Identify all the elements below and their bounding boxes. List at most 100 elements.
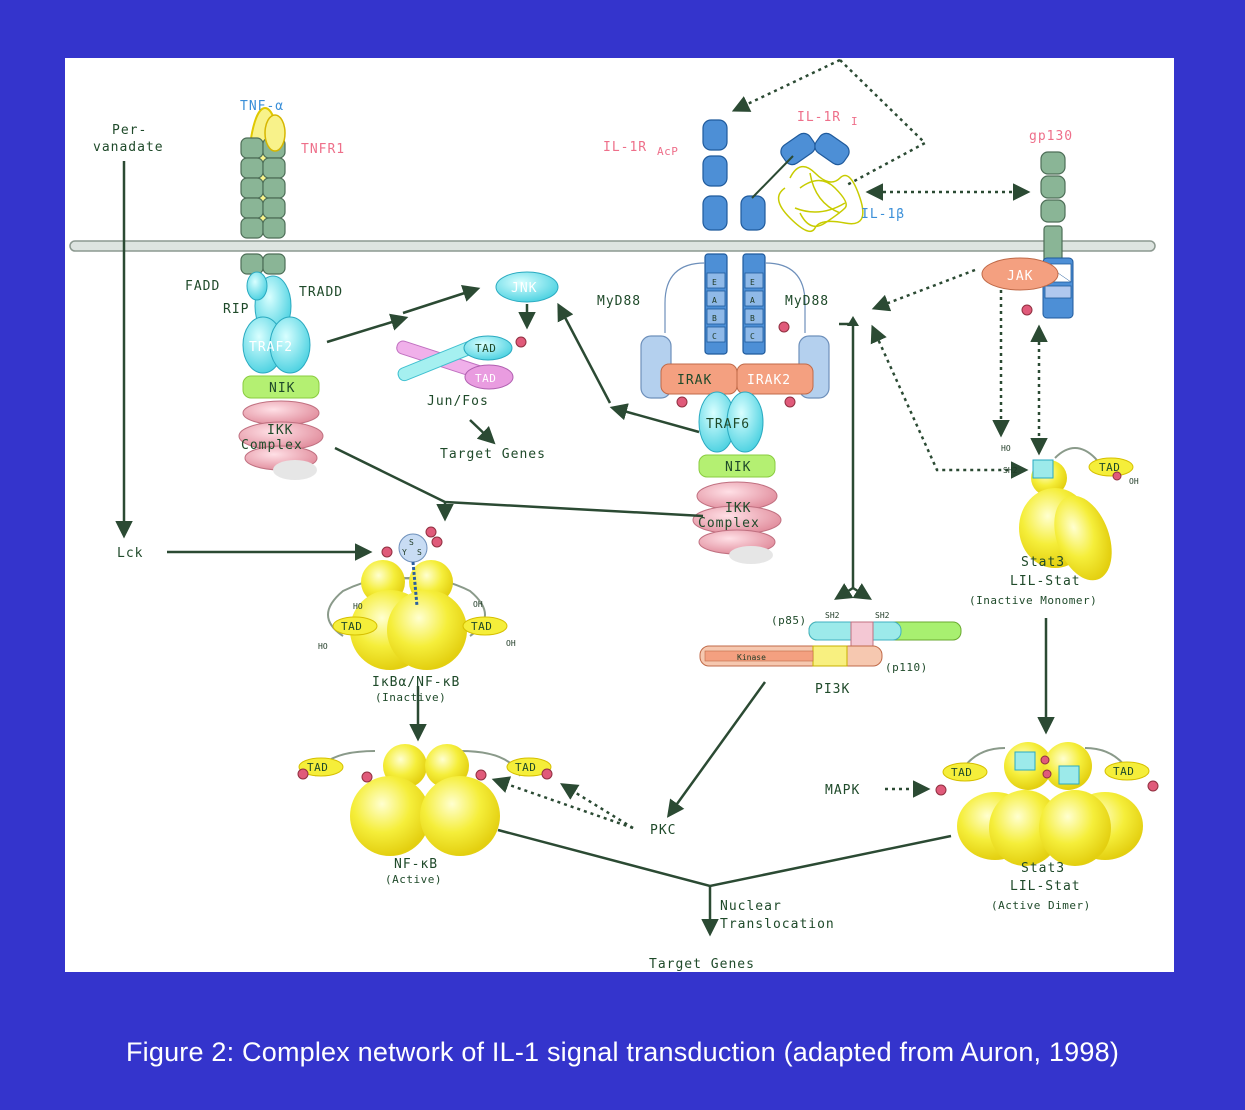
label-pervanadate-1: Per- bbox=[112, 123, 147, 138]
label-domain-e-left: E bbox=[712, 278, 717, 287]
label-tad-nfkb-left: TAD bbox=[307, 761, 328, 774]
label-tradd: TRADD bbox=[299, 285, 343, 300]
label-tad-dimer-left: TAD bbox=[951, 766, 972, 779]
label-il1racp: IL-1R bbox=[603, 140, 647, 155]
gp130-receptor bbox=[1040, 151, 1066, 267]
label-nfkb-2: (Active) bbox=[385, 873, 442, 886]
label-ikba-2: (Inactive) bbox=[375, 691, 446, 704]
label-target-genes-2: Target Genes bbox=[649, 957, 755, 972]
label-nuclear-2: Translocation bbox=[720, 917, 835, 932]
label-tad-fos: TAD bbox=[475, 372, 496, 385]
label-jun-fos: Jun/Fos bbox=[427, 394, 489, 409]
stat3-dimer bbox=[935, 742, 1159, 866]
tnfr1-receptor bbox=[240, 107, 286, 275]
ikk-left-complex bbox=[238, 400, 324, 480]
jak-node bbox=[981, 257, 1059, 291]
traf6-node bbox=[698, 391, 764, 453]
label-target-genes-1: Target Genes bbox=[440, 447, 546, 462]
label-tad-dimer-right: TAD bbox=[1113, 765, 1134, 778]
label-ikk-right-1: IKK bbox=[725, 501, 751, 516]
label-il1b: IL-1β bbox=[861, 207, 905, 222]
label-stat3-inactive-3: (Inactive Monomer) bbox=[969, 594, 1097, 607]
dotted-arrows bbox=[491, 58, 1048, 830]
stat3-monomer bbox=[1019, 447, 1134, 581]
label-il1ri: IL-1R bbox=[797, 110, 841, 125]
label-nfkb-1: NF-κB bbox=[394, 857, 438, 872]
label-mapk: MAPK bbox=[825, 783, 860, 798]
label-nik-left: NIK bbox=[269, 381, 295, 396]
label-irak: IRAK bbox=[677, 373, 712, 388]
label-sh2-stat: SH2 bbox=[1003, 466, 1018, 475]
label-il1racp-sub: AcP bbox=[657, 145, 678, 158]
label-tnfr1: TNFR1 bbox=[301, 142, 345, 157]
label-pkc: PKC bbox=[650, 823, 676, 838]
nik-right-node bbox=[698, 454, 776, 478]
label-traf6: TRAF6 bbox=[706, 417, 750, 432]
label-lck: Lck bbox=[117, 546, 143, 561]
label-s-top: S bbox=[409, 538, 414, 547]
figure-panel: TNF-α TNFR1 Per- vanadate FADD RIP TRADD… bbox=[65, 58, 1174, 972]
jnk-node bbox=[495, 271, 559, 303]
jun-fos-complex bbox=[396, 335, 527, 390]
nfkb-active-complex bbox=[297, 744, 553, 856]
label-ikba-1: IκBα/NF-κB bbox=[372, 675, 460, 690]
label-stat3-active-2: LIL-Stat bbox=[1010, 879, 1081, 894]
label-tad-jnk: TAD bbox=[475, 342, 496, 355]
label-nik-right: NIK bbox=[725, 460, 751, 475]
pathway-diagram: TNF-α TNFR1 Per- vanadate FADD RIP TRADD… bbox=[69, 58, 1159, 972]
label-oh-stat: OH bbox=[1129, 477, 1139, 486]
label-ikk-right-2: Complex bbox=[698, 516, 760, 531]
label-y: Y bbox=[402, 548, 407, 557]
label-stat3-inactive-2: LIL-Stat bbox=[1010, 574, 1081, 589]
ikba-nfkb-complex bbox=[327, 526, 508, 670]
label-gp130: gp130 bbox=[1029, 129, 1073, 144]
label-stat3-inactive-1: Stat3 bbox=[1021, 555, 1065, 570]
label-sh2-1: SH2 bbox=[825, 611, 840, 620]
signal-arrows bbox=[115, 161, 1055, 937]
label-pi3k: PI3K bbox=[815, 682, 850, 697]
label-domain-a-left: A bbox=[712, 296, 717, 305]
label-kinase: Kinase bbox=[737, 653, 766, 662]
label-tad-nfkb-right: TAD bbox=[515, 761, 536, 774]
label-p110: (p110) bbox=[885, 661, 928, 674]
label-tnf-alpha: TNF-α bbox=[240, 99, 284, 114]
label-myd88-right: MyD88 bbox=[785, 294, 829, 309]
nik-left-node bbox=[242, 375, 320, 399]
label-jak: JAK bbox=[1007, 269, 1033, 284]
il1-beta-ligand bbox=[777, 165, 864, 233]
irak2-node bbox=[736, 363, 814, 395]
label-ikk-left-2: Complex bbox=[241, 438, 303, 453]
label-il1ri-sub: I bbox=[851, 115, 858, 128]
label-jnk: JNK bbox=[511, 281, 537, 296]
label-tad-ikba-right: TAD bbox=[471, 620, 492, 633]
label-domain-a-right: A bbox=[750, 296, 755, 305]
label-ho-stat: HO bbox=[1001, 444, 1011, 453]
receptor-domains bbox=[706, 272, 764, 343]
label-nuclear-1: Nuclear bbox=[720, 899, 782, 914]
label-sh2-2: SH2 bbox=[875, 611, 890, 620]
label-irak2: IRAK2 bbox=[747, 373, 791, 388]
label-ikk-left-1: IKK bbox=[267, 423, 293, 438]
label-domain-e-right: E bbox=[750, 278, 755, 287]
label-stat3-active-1: Stat3 bbox=[1021, 861, 1065, 876]
traf2-node bbox=[242, 316, 311, 374]
label-domain-c-right: C bbox=[750, 332, 755, 341]
ikk-right-complex bbox=[692, 481, 782, 564]
pi3k-complex bbox=[699, 621, 962, 667]
label-p85: (p85) bbox=[771, 614, 807, 627]
label-domain-b-right: B bbox=[750, 314, 755, 323]
label-domain-b-left: B bbox=[712, 314, 717, 323]
label-myd88-left: MyD88 bbox=[597, 294, 641, 309]
figure-caption: Figure 2: Complex network of IL-1 signal… bbox=[125, 1037, 1120, 1067]
cell-membrane bbox=[69, 240, 1156, 252]
label-tad-stat: TAD bbox=[1099, 461, 1120, 474]
label-tad-ikba-left: TAD bbox=[341, 620, 362, 633]
label-stat3-active-3: (Active Dimer) bbox=[991, 899, 1091, 912]
label-oh-2: OH bbox=[506, 639, 516, 648]
label-s-right: S bbox=[417, 548, 422, 557]
label-oh-1: OH bbox=[473, 600, 483, 609]
label-ho-1: HO bbox=[353, 602, 363, 611]
label-domain-c-left: C bbox=[712, 332, 717, 341]
label-fadd: FADD bbox=[185, 279, 220, 294]
label-pervanadate-2: vanadate bbox=[93, 140, 164, 155]
